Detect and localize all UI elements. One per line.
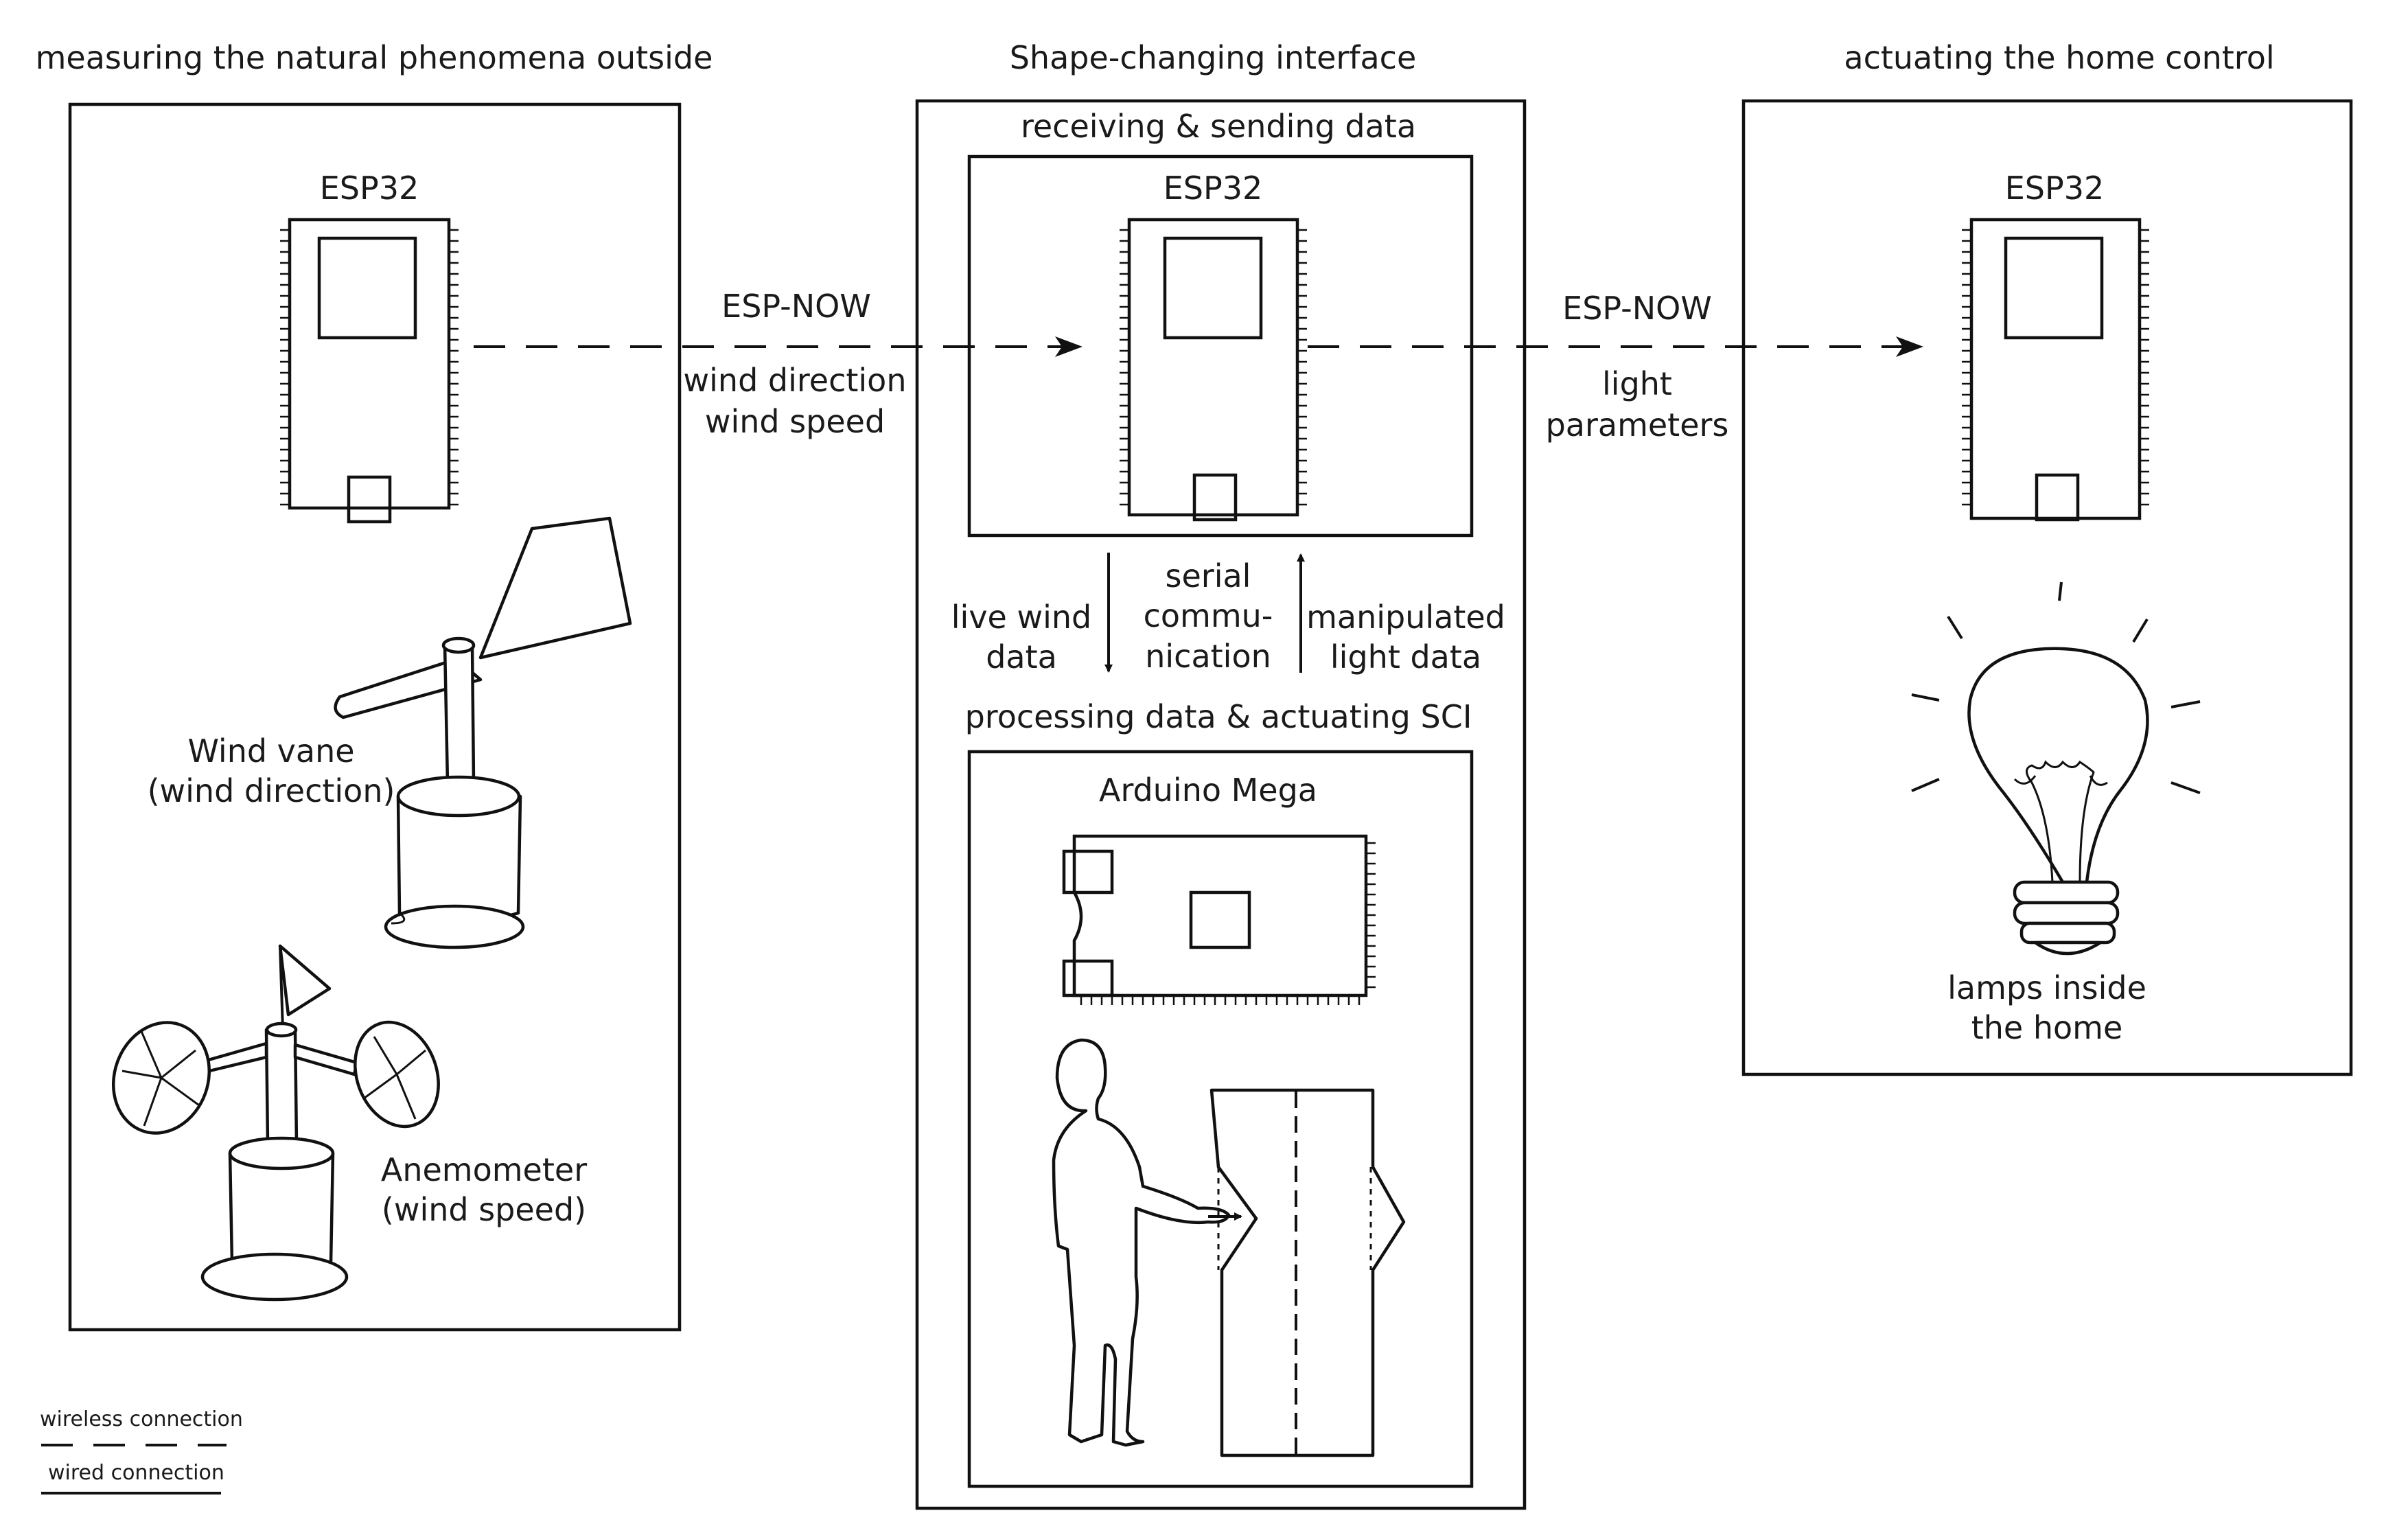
up-arrow-label-1: manipulated — [1306, 599, 1505, 636]
esp32-board-left-icon — [280, 218, 459, 524]
center-bottom-box — [967, 750, 1474, 1488]
serial-label-2: commu- — [1144, 597, 1273, 634]
center-panel: receiving & sending data ESP32 live wind… — [915, 99, 1527, 1510]
left-esp-label: ESP32 — [320, 170, 419, 207]
lamp-label-2: the home — [1971, 1009, 2123, 1046]
right-esp-label: ESP32 — [2005, 170, 2105, 207]
link-right-payload-1: light — [1602, 365, 1672, 402]
center-panel-frame — [915, 99, 1527, 1510]
wind-vane-label-2: (wind direction) — [148, 772, 395, 809]
center-bottom-box-title: processing data & actuating SCI — [965, 698, 1472, 735]
lamp-label-1: lamps inside — [1947, 969, 2146, 1006]
link-left-protocol-cover: ESP-NOW — [721, 288, 871, 325]
serial-label-3: nication — [1145, 638, 1271, 675]
section-title-left: measuring the natural phenomena outside — [36, 39, 713, 76]
right-panel-frame — [1741, 99, 2353, 1076]
anemometer-label-2: (wind speed) — [382, 1191, 586, 1228]
down-arrow-label-1: live wind — [951, 599, 1091, 636]
legend-wired-label: wired connection — [48, 1461, 224, 1485]
anemometer-label-1: Anemometer — [381, 1151, 587, 1188]
link-right-protocol: ESP-NOW — [1562, 290, 1712, 327]
shape-changing-interface-icon — [1208, 1088, 1406, 1457]
serial-label-1: serial — [1166, 557, 1251, 595]
up-arrow-label-2: light data — [1330, 638, 1481, 676]
arduino-mega-board-icon — [1062, 834, 1376, 1005]
link-left-payload-cover-1: wind direction — [684, 362, 907, 399]
person-silhouette-icon — [1052, 1038, 1231, 1447]
down-arrow-label-2: data — [986, 638, 1057, 676]
wind-vane-label-1: Wind vane — [187, 732, 354, 770]
legend: wireless connection wired connection — [40, 1407, 243, 1494]
wind-vane-icon — [334, 516, 632, 949]
legend-wireless-label: wireless connection — [40, 1407, 243, 1431]
arduino-label: Arduino Mega — [1099, 772, 1317, 809]
center-esp-label: ESP32 — [1164, 170, 1263, 207]
link-right-payload-2: parameters — [1546, 406, 1729, 443]
section-title-right: actuating the home control — [1844, 39, 2274, 76]
right-panel: ESP32 lamps inside the home — [1741, 99, 2353, 1076]
esp32-board-center-icon — [1120, 218, 1307, 522]
section-title-center: Shape-changing interface — [1010, 39, 1417, 76]
link-left-payload-cover-2: wind speed — [705, 403, 885, 440]
left-panel-frame — [68, 102, 682, 1332]
anemometer-icon — [111, 944, 440, 1302]
left-panel: ESP32 Wind vane (wind direction) — [68, 102, 682, 1332]
light-bulb-icon — [1911, 581, 2201, 956]
esp32-board-right-icon — [1962, 218, 2149, 522]
center-top-box-title: receiving & sending data — [1021, 108, 1416, 145]
center-top-box — [967, 154, 1474, 538]
